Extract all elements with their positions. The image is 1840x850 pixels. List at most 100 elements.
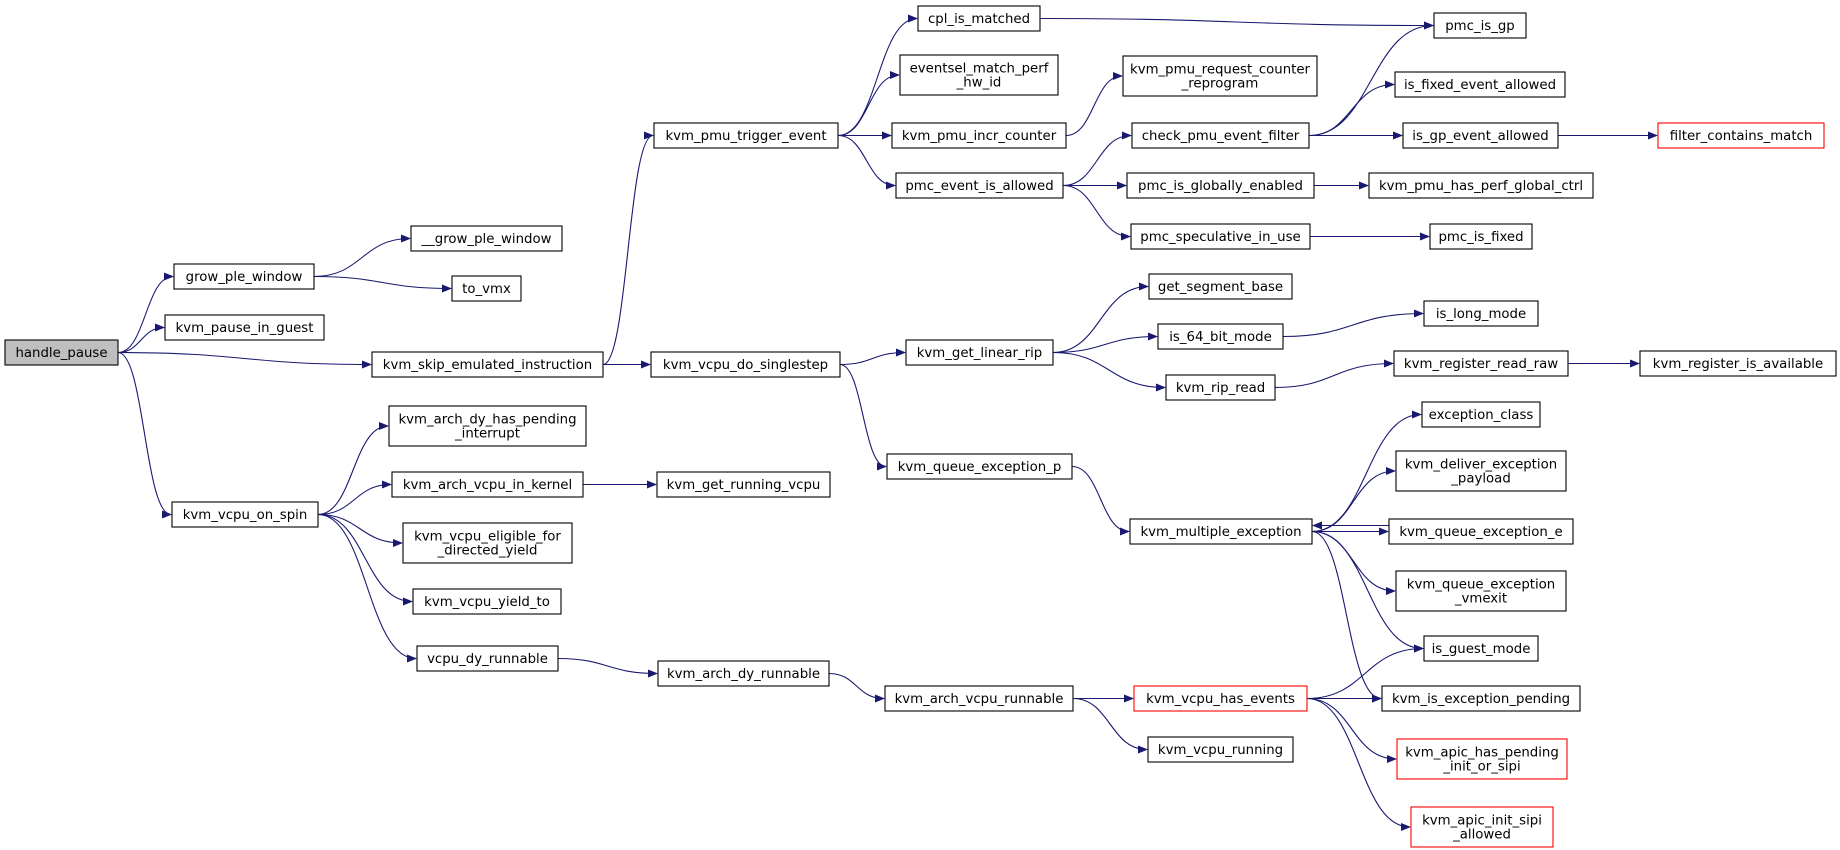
node-label: kvm_vcpu_on_spin xyxy=(183,508,308,523)
node-kvm-vcpu-running[interactable]: kvm_vcpu_running xyxy=(1147,736,1294,763)
node-label: handle_pause xyxy=(15,346,107,361)
node-box xyxy=(1131,122,1310,149)
node-label: kvm_vcpu_yield_to xyxy=(424,595,550,610)
node-label: __grow_ple_window xyxy=(421,232,552,247)
edge-kvm-rip-read-to-kvm-register-read-raw xyxy=(1274,359,1394,389)
node-kvm-arch-dy-has-pending-interrupt[interactable]: kvm_arch_dy_has_pending_interrupt xyxy=(388,405,587,447)
node-label: kvm_pmu_incr_counter xyxy=(902,129,1057,144)
node-exception-class[interactable]: exception_class xyxy=(1421,401,1541,428)
edge-arrow xyxy=(1065,72,1123,137)
node-kvm-pause-in-guest[interactable]: kvm_pause_in_guest xyxy=(164,314,325,341)
node-cpl-is-matched[interactable]: cpl_is_matched xyxy=(917,5,1041,32)
node-pmc-event-is-allowed[interactable]: pmc_event_is_allowed xyxy=(895,172,1064,199)
node-kvm-queue-exception-p[interactable]: kvm_queue_exception_p xyxy=(886,453,1073,480)
node-label: vcpu_dy_runnable xyxy=(427,652,548,667)
node-label: _allowed xyxy=(1452,828,1511,843)
node-kvm-pmu-incr-counter[interactable]: kvm_pmu_incr_counter xyxy=(891,122,1067,149)
node-vcpu-dy-runnable[interactable]: vcpu_dy_runnable xyxy=(416,645,559,672)
node-box xyxy=(164,314,325,341)
node-kvm-register-read-raw[interactable]: kvm_register_read_raw xyxy=(1393,350,1569,377)
node-kvm-is-exception-pending[interactable]: kvm_is_exception_pending xyxy=(1381,685,1581,712)
node-label: kvm_arch_dy_runnable xyxy=(667,667,820,682)
edge-grow-ple-window-to-to-vmx xyxy=(313,275,452,293)
node-kvm-vcpu-on-spin[interactable]: kvm_vcpu_on_spin xyxy=(171,501,319,528)
edge-handle-pause-to-grow-ple-window xyxy=(117,272,174,354)
node-kvm-queue-exception-vmexit[interactable]: kvm_queue_exception_vmexit xyxy=(1395,570,1567,612)
node-kvm-pmu-trigger-event[interactable]: kvm_pmu_trigger_event xyxy=(653,122,839,149)
node-label: _vmexit xyxy=(1454,592,1507,607)
node-is-gp-event-allowed[interactable]: is_gp_event_allowed xyxy=(1402,122,1559,149)
node-label: kvm_vcpu_running xyxy=(1158,743,1283,758)
node-kvm-vcpu-yield-to[interactable]: kvm_vcpu_yield_to xyxy=(412,588,562,615)
node-kvm-multiple-exception[interactable]: kvm_multiple_exception xyxy=(1129,518,1313,545)
node-get-segment-base[interactable]: get_segment_base xyxy=(1148,273,1293,300)
node-box xyxy=(1395,570,1567,612)
node-label: _reprogram xyxy=(1181,77,1259,92)
node-label: kvm_vcpu_has_events xyxy=(1146,692,1295,707)
node-label: kvm_multiple_exception xyxy=(1140,525,1301,540)
node-label: grow_ple_window xyxy=(186,270,303,285)
node-kvm-arch-dy-runnable[interactable]: kvm_arch_dy_runnable xyxy=(657,660,830,687)
node-label: kvm_pause_in_guest xyxy=(176,321,314,336)
node-handle-pause[interactable]: handle_pause xyxy=(4,339,119,366)
node-box xyxy=(653,122,839,149)
node-label: get_segment_base xyxy=(1158,280,1283,295)
node-box xyxy=(1423,300,1539,327)
edge-kvm-get-linear-rip-to-get-segment-base xyxy=(1052,282,1149,354)
node-grow-ple-window[interactable]: __grow_ple_window xyxy=(410,225,563,252)
node-pmc-is-gp[interactable]: pmc_is_gp xyxy=(1433,12,1527,39)
node-kvm-get-running-vcpu[interactable]: kvm_get_running_vcpu xyxy=(656,471,831,498)
node-box xyxy=(171,501,319,528)
edge-arrow xyxy=(1039,17,1434,30)
node-label: kvm_get_running_vcpu xyxy=(667,478,821,493)
node-is-fixed-event-allowed[interactable]: is_fixed_event_allowed xyxy=(1394,71,1566,98)
node-filter-contains-match[interactable]: filter_contains_match xyxy=(1657,122,1825,149)
node-kvm-apic-has-pending-init-or-sipi[interactable]: kvm_apic_has_pending_init_or_sipi xyxy=(1396,738,1568,780)
node-pmc-is-fixed[interactable]: pmc_is_fixed xyxy=(1429,223,1533,250)
node-grow-ple-window[interactable]: grow_ple_window xyxy=(173,263,315,290)
node-kvm-vcpu-eligible-for-directed-yield[interactable]: kvm_vcpu_eligible_for_directed_yield xyxy=(402,522,573,564)
node-kvm-deliver-exception-payload[interactable]: kvm_deliver_exception_payload xyxy=(1395,450,1567,492)
node-box xyxy=(1429,223,1533,250)
edge-arrow xyxy=(1052,332,1158,354)
node-kvm-skip-emulated-instruction[interactable]: kvm_skip_emulated_instruction xyxy=(371,351,604,378)
node-box xyxy=(1381,685,1581,712)
node-to-vmx[interactable]: to_vmx xyxy=(451,275,522,302)
node-is-64-bit-mode[interactable]: is_64_bit_mode xyxy=(1157,323,1284,350)
node-box xyxy=(410,225,563,252)
node-kvm-arch-vcpu-runnable[interactable]: kvm_arch_vcpu_runnable xyxy=(884,685,1074,712)
node-kvm-pmu-request-counter-reprogram[interactable]: kvm_pmu_request_counter_reprogram xyxy=(1122,55,1318,97)
node-pmc-is-globally-enabled[interactable]: pmc_is_globally_enabled xyxy=(1126,172,1315,199)
node-pmc-speculative-in-use[interactable]: pmc_speculative_in_use xyxy=(1130,223,1311,250)
node-label: filter_contains_match xyxy=(1670,129,1813,144)
node-kvm-pmu-has-perf-global-ctrl[interactable]: kvm_pmu_has_perf_global_ctrl xyxy=(1368,172,1594,199)
edge-arrow xyxy=(1306,697,1397,763)
edge-arrow xyxy=(1274,359,1394,389)
node-is-guest-mode[interactable]: is_guest_mode xyxy=(1423,635,1539,662)
node-box xyxy=(905,339,1054,366)
node-label: kvm_is_exception_pending xyxy=(1392,692,1570,707)
node-label: kvm_vcpu_eligible_for xyxy=(414,530,561,545)
node-kvm-queue-exception-e[interactable]: kvm_queue_exception_e xyxy=(1388,518,1574,545)
node-check-pmu-event-filter[interactable]: check_pmu_event_filter xyxy=(1131,122,1310,149)
node-label: _interrupt xyxy=(454,427,520,442)
node-kvm-apic-init-sipi-allowed[interactable]: kvm_apic_init_sipi_allowed xyxy=(1410,806,1554,848)
edge-arrow xyxy=(1311,467,1396,533)
edge-kvm-arch-vcpu-runnable-to-kvm-vcpu-running xyxy=(1072,697,1148,754)
node-kvm-register-is-available[interactable]: kvm_register_is_available xyxy=(1639,350,1837,377)
edge-arrow xyxy=(1311,530,1382,703)
edge-arrow xyxy=(1306,697,1411,831)
node-kvm-vcpu-has-events[interactable]: kvm_vcpu_has_events xyxy=(1133,685,1308,712)
edge-arrow xyxy=(313,234,411,278)
node-kvm-vcpu-do-singlestep[interactable]: kvm_vcpu_do_singlestep xyxy=(650,351,841,378)
node-kvm-arch-vcpu-in-kernel[interactable]: kvm_arch_vcpu_in_kernel xyxy=(391,471,584,498)
node-box xyxy=(886,453,1073,480)
edge-arrow xyxy=(1282,309,1424,338)
edge-kvm-vcpu-on-spin-to-kvm-vcpu-eligible-for-directed-yield xyxy=(317,513,403,547)
node-kvm-get-linear-rip[interactable]: kvm_get_linear_rip xyxy=(905,339,1054,366)
node-eventsel-match-perf-hw-id[interactable]: eventsel_match_perf_hw_id xyxy=(899,54,1059,96)
node-label: kvm_arch_dy_has_pending xyxy=(398,413,576,428)
node-kvm-rip-read[interactable]: kvm_rip_read xyxy=(1165,374,1276,401)
node-label: kvm_pmu_request_counter xyxy=(1130,63,1311,78)
node-is-long-mode[interactable]: is_long_mode xyxy=(1423,300,1539,327)
